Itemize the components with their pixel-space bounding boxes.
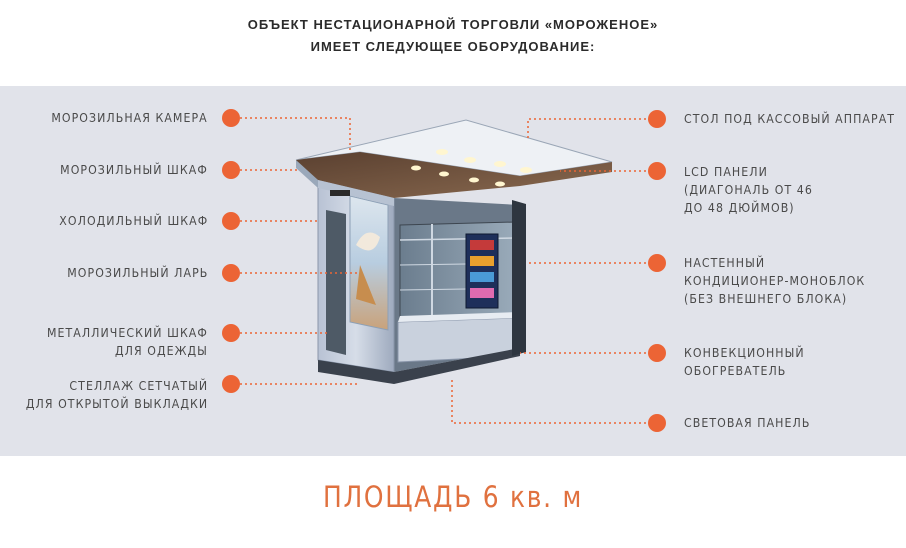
infographic-title: ОБЪЕКТ НЕСТАЦИОНАРНОЙ ТОРГОВЛИ «МОРОЖЕНО… bbox=[0, 14, 906, 58]
label-line: ДО 48 ДЮЙМОВ) bbox=[684, 200, 795, 215]
label-line: КОНВЕКЦИОННЫЙ bbox=[684, 345, 805, 360]
marker-dot bbox=[648, 344, 666, 362]
label-mesh-shelving: СТЕЛЛАЖ СЕТЧАТЫЙ ДЛЯ ОТКРЫТОЙ ВЫКЛАДКИ bbox=[26, 377, 208, 413]
title-line-1: ОБЪЕКТ НЕСТАЦИОНАРНОЙ ТОРГОВЛИ «МОРОЖЕНО… bbox=[247, 17, 659, 32]
kiosk-illustration bbox=[295, 119, 613, 384]
label-line: МОРОЗИЛЬНЫЙ ЛАРЬ bbox=[66, 265, 208, 280]
left-leader-lines bbox=[240, 117, 360, 385]
label-line: МОРОЗИЛЬНЫЙ ШКАФ bbox=[60, 162, 208, 177]
leader-line bbox=[240, 117, 351, 150]
label-line: МОРОЗИЛЬНАЯ КАМЕРА bbox=[51, 110, 208, 125]
label-refrigerator-cabinet: ХОЛОДИЛЬНЫЙ ШКАФ bbox=[59, 212, 208, 230]
area-caption: ПЛОЩАДЬ 6 кв. м bbox=[322, 480, 584, 514]
label-air-conditioner: НАСТЕННЫЙ КОНДИЦИОНЕР-МОНОБЛОК (БЕЗ ВНЕШ… bbox=[684, 254, 865, 308]
label-line: КОНДИЦИОНЕР-МОНОБЛОК bbox=[684, 273, 866, 288]
label-line: ДЛЯ ОДЕЖДЫ bbox=[115, 343, 208, 358]
label-line: (ДИАГОНАЛЬ ОТ 46 bbox=[684, 182, 813, 197]
label-line: СВЕТОВАЯ ПАНЕЛЬ bbox=[684, 415, 811, 430]
marker-dot bbox=[222, 212, 240, 230]
label-lcd-panels: LCD ПАНЕЛИ (ДИАГОНАЛЬ ОТ 46 ДО 48 ДЮЙМОВ… bbox=[684, 163, 813, 217]
marker-dot bbox=[222, 161, 240, 179]
leader-line bbox=[451, 380, 656, 424]
marker-dot bbox=[648, 110, 666, 128]
label-line: ДЛЯ ОТКРЫТОЙ ВЫКЛАДКИ bbox=[25, 396, 208, 411]
label-metal-wardrobe: МЕТАЛЛИЧЕСКИЙ ШКАФ ДЛЯ ОДЕЖДЫ bbox=[47, 324, 208, 360]
right-leader-lines bbox=[451, 118, 656, 424]
label-line: LCD ПАНЕЛИ bbox=[684, 164, 768, 179]
title-line-2: ИМЕЕТ СЛЕДУЮЩЕЕ ОБОРУДОВАНИЕ: bbox=[310, 39, 596, 54]
label-line: ОБОГРЕВАТЕЛЬ bbox=[684, 363, 787, 378]
label-line: МЕТАЛЛИЧЕСКИЙ ШКАФ bbox=[47, 325, 208, 340]
label-convection-heater: КОНВЕКЦИОННЫЙ ОБОГРЕВАТЕЛЬ bbox=[684, 344, 805, 380]
label-line: СТЕЛЛАЖ СЕТЧАТЫЙ bbox=[69, 378, 208, 393]
marker-dot bbox=[222, 264, 240, 282]
label-line: СТОЛ ПОД КАССОВЫЙ АППАРАТ bbox=[684, 111, 896, 126]
label-line: НАСТЕННЫЙ bbox=[684, 255, 766, 270]
marker-dot bbox=[648, 162, 666, 180]
label-freezer-room: МОРОЗИЛЬНАЯ КАМЕРА bbox=[52, 109, 208, 127]
marker-dot bbox=[222, 324, 240, 342]
marker-dot bbox=[222, 109, 240, 127]
label-line: ХОЛОДИЛЬНЫЙ ШКАФ bbox=[59, 213, 208, 228]
marker-dot bbox=[648, 254, 666, 272]
label-line: (БЕЗ ВНЕШНЕГО БЛОКА) bbox=[684, 291, 848, 306]
marker-dot bbox=[222, 375, 240, 393]
label-light-panel: СВЕТОВАЯ ПАНЕЛЬ bbox=[684, 414, 810, 432]
label-cash-register-table: СТОЛ ПОД КАССОВЫЙ АППАРАТ bbox=[684, 110, 895, 128]
leader-line bbox=[527, 118, 656, 140]
label-freezer-cabinet: МОРОЗИЛЬНЫЙ ШКАФ bbox=[60, 161, 208, 179]
marker-dot bbox=[648, 414, 666, 432]
label-chest-freezer: МОРОЗИЛЬНЫЙ ЛАРЬ bbox=[67, 264, 208, 282]
